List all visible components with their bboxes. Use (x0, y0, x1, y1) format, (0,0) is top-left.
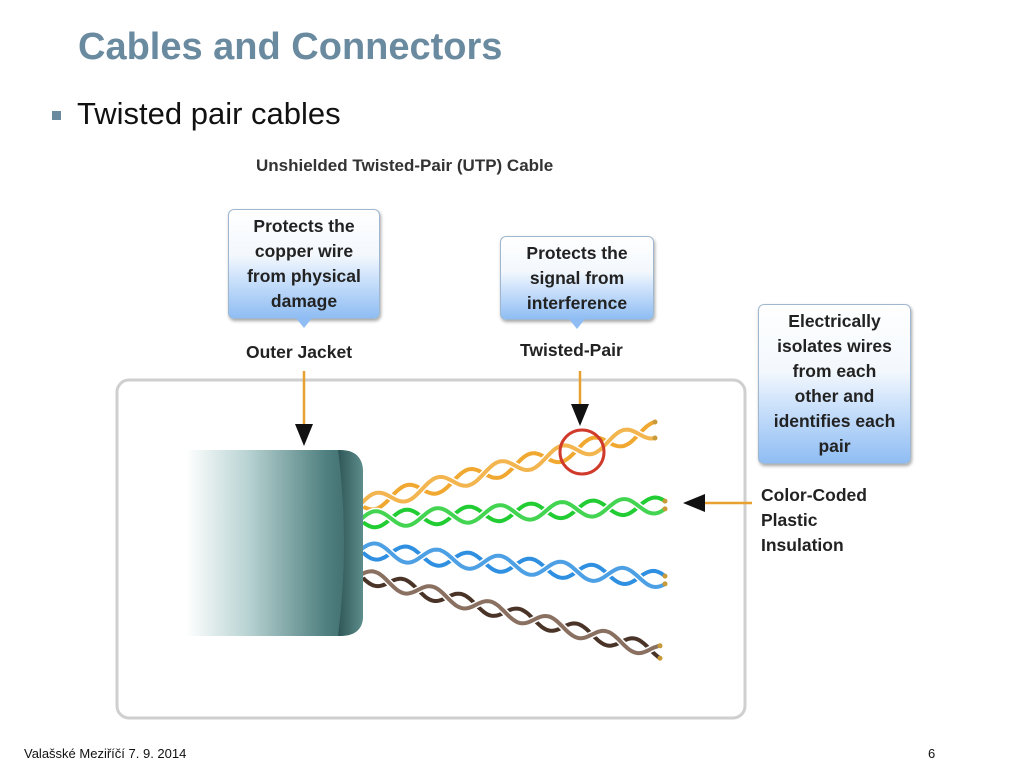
callout-outer-jacket: Protects the copper wire from physical d… (228, 209, 380, 328)
callout-line: damage (270, 291, 338, 311)
label-outer-jacket: Outer Jacket (246, 342, 353, 362)
wire-pair-brown (357, 567, 663, 662)
wire-pair-blue (357, 540, 668, 591)
page-number: 6 (928, 746, 936, 761)
bullet-square-icon (52, 110, 61, 120)
arrow-twisted-pair (571, 371, 589, 426)
callout-line: Protects the (526, 242, 628, 263)
twist-highlight-circle (558, 428, 606, 476)
callout-line: pair (818, 436, 851, 456)
callout-line: Protects the (253, 216, 355, 236)
bullet-text: Twisted pair cables (77, 96, 341, 131)
twisted-wires (357, 418, 668, 662)
callout-twisted-pair: Protects the signal from interference (500, 236, 654, 329)
callout-line: identifies each (773, 411, 896, 431)
wire-pair-green (357, 493, 668, 531)
callout-line: Electrically (788, 311, 881, 331)
slide-title: Cables and Connectors (78, 26, 503, 68)
callout-pointer (569, 319, 585, 329)
bullet-item: Twisted pair cables (52, 96, 341, 132)
diagram-title: Unshielded Twisted-Pair (UTP) Cable (256, 156, 554, 175)
arrow-insulation (683, 494, 752, 512)
label-twisted-pair: Twisted-Pair (520, 340, 623, 360)
callout-line: from physical (247, 266, 361, 286)
wire-pair-orange (357, 418, 658, 513)
label-line: Insulation (761, 535, 844, 555)
callout-line: copper wire (254, 241, 354, 261)
callout-line: from each (792, 361, 877, 381)
label-line: Plastic (761, 510, 818, 530)
callout-insulation: Electrically isolates wires from each ot… (758, 304, 911, 464)
callout-line: interference (526, 292, 628, 313)
label-insulation: Color-Coded Plastic Insulation (761, 483, 867, 558)
callout-pointer (296, 318, 312, 328)
callout-line: other and (794, 386, 875, 406)
arrow-outer-jacket (295, 371, 313, 446)
label-line: Color-Coded (761, 485, 867, 505)
outer-jacket (186, 450, 363, 636)
callout-line: isolates wires (777, 336, 892, 356)
callout-line: signal from (529, 267, 625, 288)
footer-location-date: Valašské Meziříčí 7. 9. 2014 (24, 746, 187, 761)
